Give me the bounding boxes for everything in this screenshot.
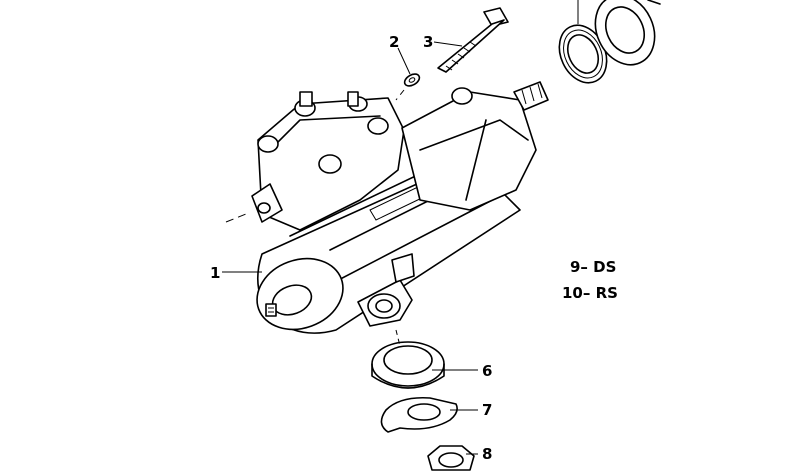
steering-box: [225, 81, 549, 334]
washer-2: [403, 73, 421, 87]
leader-3: [433, 41, 463, 47]
legend-item-10: 10– RS: [562, 284, 618, 302]
callout-3: 3: [423, 33, 433, 51]
shaft-seal-6: [371, 341, 445, 389]
callout-7: 7: [482, 401, 492, 419]
callout-6: 6: [482, 362, 492, 380]
nut-8: [427, 445, 475, 471]
leader-2: [397, 47, 411, 75]
callout-8: 8: [482, 445, 492, 463]
lock-plate-7: [380, 396, 458, 433]
legend-item-9: 9– DS: [570, 258, 616, 276]
bolt-3: [437, 7, 509, 73]
callout-1: 1: [210, 264, 220, 282]
bearing-cup-10: [594, 0, 661, 66]
callout-2: 2: [389, 33, 399, 51]
assembly-line-6: [395, 329, 401, 347]
